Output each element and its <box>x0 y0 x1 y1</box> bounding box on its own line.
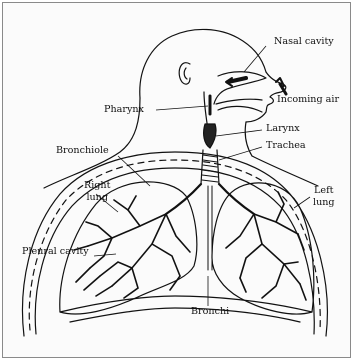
label-right-lung: Right lung <box>84 180 110 204</box>
label-left-lung: Left lung <box>313 185 335 209</box>
leader-pharynx <box>156 106 208 110</box>
label-nasal-cavity: Nasal cavity <box>274 37 334 47</box>
leader-nasal-cavity <box>244 46 266 72</box>
trachea-rings <box>202 155 218 182</box>
leader-larynx <box>216 130 262 136</box>
bronchus-right <box>166 184 201 214</box>
label-bronchi: Bronchi <box>191 307 229 317</box>
label-bronchiole: Bronchiole <box>56 146 109 156</box>
tongue <box>218 106 262 112</box>
label-pleural-cavity: Pleural cavity <box>22 247 89 257</box>
head-outline <box>140 29 266 98</box>
mouth-line <box>216 99 262 104</box>
ear-inner <box>184 68 187 79</box>
label-pharynx: Pharynx <box>104 105 144 115</box>
label-larynx: Larynx <box>266 124 300 134</box>
left-lung-outline <box>212 183 314 314</box>
left-bronchiole-tree <box>226 192 306 300</box>
larynx <box>204 124 216 148</box>
leader-bronchiole <box>118 156 150 186</box>
diaphragm <box>60 296 312 312</box>
label-incoming-air: Incoming air <box>277 95 339 105</box>
label-trachea: Trachea <box>266 141 306 151</box>
bronchi-center <box>208 186 212 270</box>
